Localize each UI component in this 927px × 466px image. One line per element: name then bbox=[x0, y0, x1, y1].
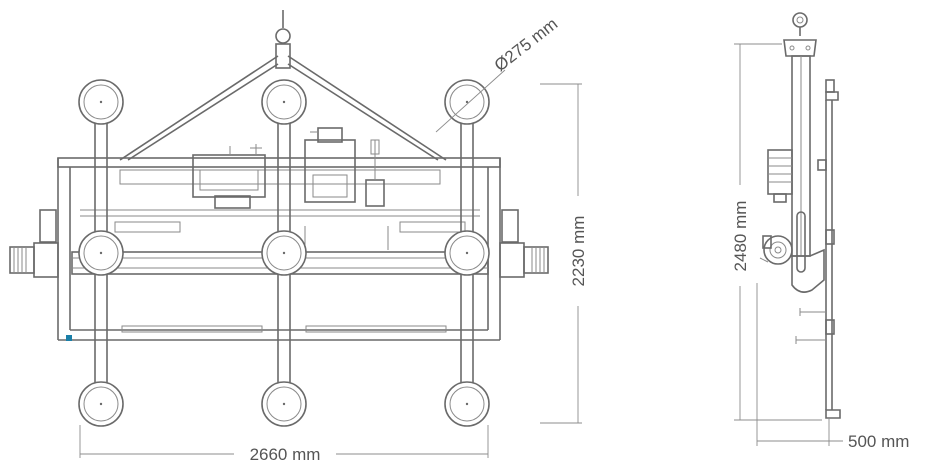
front-view bbox=[9, 10, 549, 427]
side-height-label: 2480 mm bbox=[731, 201, 750, 272]
vacuum-unit bbox=[192, 144, 266, 209]
suction-cup bbox=[78, 230, 124, 276]
suction-cup bbox=[78, 381, 124, 427]
suction-cup bbox=[444, 381, 490, 427]
side-view bbox=[759, 12, 841, 419]
side-column bbox=[791, 55, 825, 293]
side-actuator bbox=[759, 235, 793, 265]
right-motor bbox=[499, 209, 549, 278]
suction-cup bbox=[78, 79, 124, 125]
dimension-front-width: 2660 mm bbox=[79, 425, 489, 464]
dimension-side-depth: 500 mm bbox=[756, 283, 909, 451]
frame-indicator-icon bbox=[66, 335, 72, 341]
control-box bbox=[304, 127, 385, 207]
cup-diameter-label: Ø275 mm bbox=[491, 14, 562, 75]
suction-cup bbox=[261, 230, 307, 276]
suction-cup bbox=[444, 79, 490, 125]
suction-cup bbox=[444, 230, 490, 276]
side-suction-plate bbox=[795, 79, 841, 419]
dimension-front-height: 2230 mm bbox=[540, 83, 588, 424]
left-motor bbox=[9, 209, 59, 278]
dimension-side-height: 2480 mm bbox=[731, 43, 822, 421]
suction-cup bbox=[261, 79, 307, 125]
main-frame bbox=[57, 158, 501, 341]
side-lifting-eye bbox=[783, 12, 817, 57]
side-motor bbox=[767, 149, 793, 203]
triangle-truss bbox=[119, 55, 447, 161]
suction-cups bbox=[78, 79, 490, 427]
front-height-label: 2230 mm bbox=[569, 216, 588, 287]
front-lifting-eye bbox=[275, 10, 291, 69]
side-depth-label: 500 mm bbox=[848, 432, 909, 451]
suction-cup bbox=[261, 381, 307, 427]
front-width-label: 2660 mm bbox=[250, 445, 321, 464]
top-crossbar bbox=[57, 157, 501, 168]
